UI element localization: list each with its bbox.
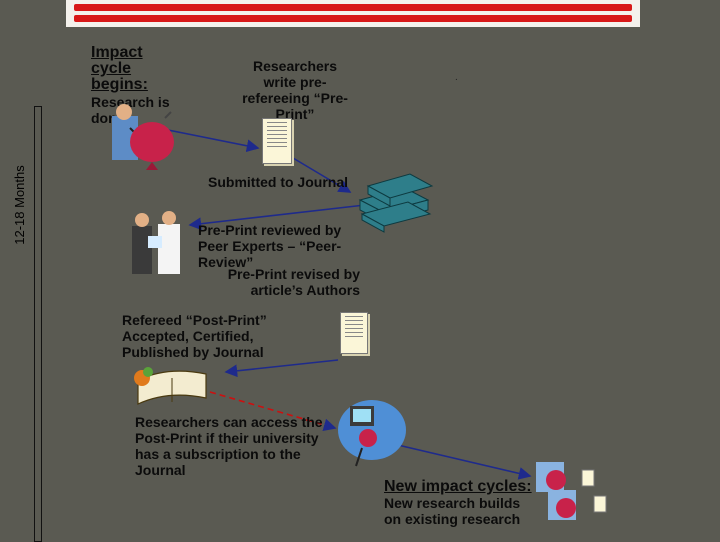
arrow-idea-to-preprint	[167, 129, 260, 153]
svg-text:.: .	[455, 72, 458, 83]
new-cycles-heading: New impact cycles:	[384, 478, 532, 495]
access-text: Researchers can access the Post-Print if…	[135, 414, 323, 478]
arrow-access-to-new	[384, 441, 532, 480]
write-preprint-text: Researchers write pre-refereeing “Pre-Pr…	[242, 58, 348, 122]
submitted-text: Submitted to Journal	[208, 174, 348, 190]
title-banner	[66, 0, 640, 27]
peer-review-text: Pre-Print reviewed by Peer Experts – “Pe…	[198, 222, 342, 270]
revised-document-icon	[340, 312, 368, 354]
arrow-revised-to-published	[224, 359, 339, 378]
impact-cycle-heading: Impact cycle begins:	[91, 45, 171, 93]
arrow-publish-to-access	[209, 391, 337, 432]
revised-text: Pre-Print revised by article’s Authors	[227, 266, 360, 298]
banner-line-bottom	[74, 15, 632, 22]
impact-cycle-heading-text: Impact cycle begins:	[91, 44, 148, 93]
banner-line-top	[74, 4, 632, 11]
preprint-document-icon	[262, 118, 292, 164]
arrow-preprint-to-journal	[292, 157, 352, 193]
new-cycles-block: New impact cycles: New research builds o…	[384, 478, 534, 528]
new-cycles-text: New research builds on existing research	[384, 495, 521, 527]
arrow-journal-to-review	[188, 204, 366, 231]
published-text: Refereed “Post-Print” Accepted, Certifie…	[122, 312, 267, 360]
